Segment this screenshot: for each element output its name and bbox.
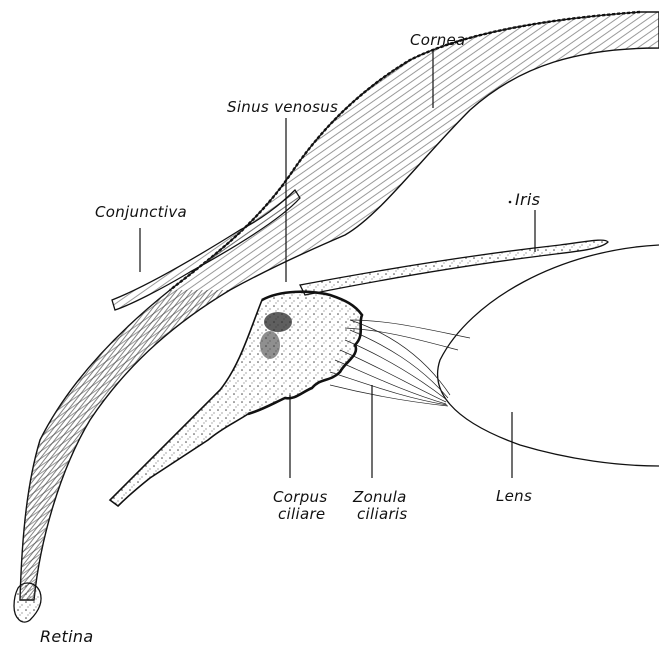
label-cornea: Cornea xyxy=(410,31,466,49)
label-iris: Iris xyxy=(515,190,540,209)
lens-shape xyxy=(438,245,659,466)
label-retina: Retina xyxy=(40,627,93,646)
iris-dot xyxy=(509,201,512,204)
label-corpus-ciliare-line2: ciliare xyxy=(278,505,325,523)
label-conjunctiva: Conjunctiva xyxy=(95,203,187,221)
label-sinus-venosus: Sinus venosus xyxy=(227,98,338,116)
label-zonula-ciliaris-line2: ciliaris xyxy=(357,505,408,523)
label-corpus-ciliare-line1: Corpus xyxy=(273,488,327,506)
label-zonula-ciliaris-line1: Zonula xyxy=(352,488,407,506)
retina-fragment xyxy=(14,583,41,622)
label-lens: Lens xyxy=(496,487,532,505)
